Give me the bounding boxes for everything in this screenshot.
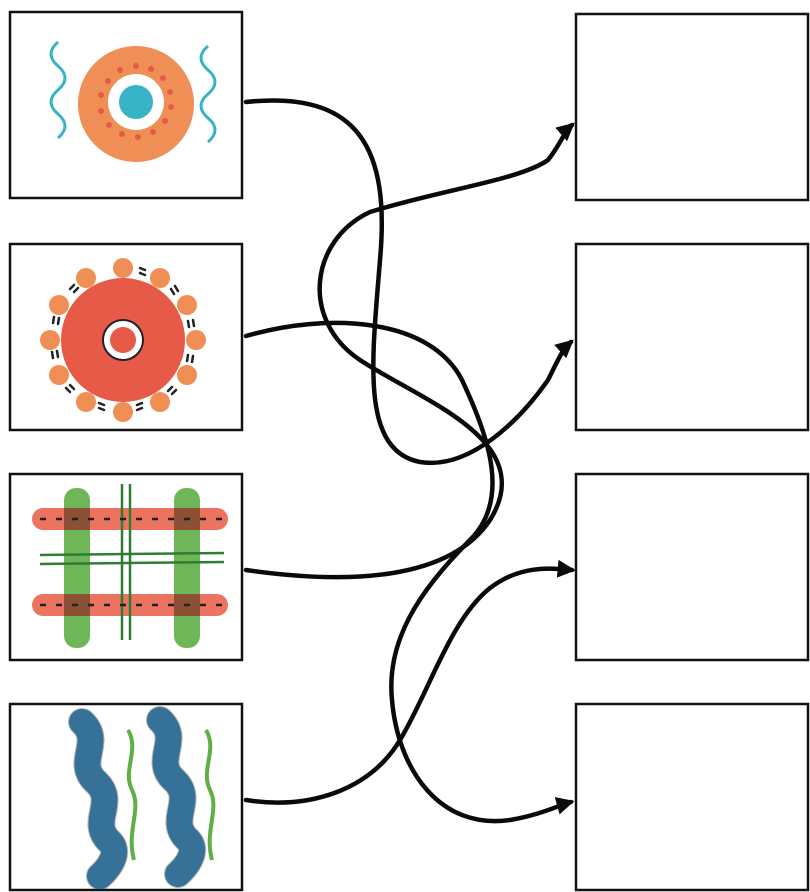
answer-box-4[interactable] <box>576 704 808 890</box>
pattern-box-3[interactable] <box>10 474 242 660</box>
pattern-box-2[interactable] <box>10 244 242 430</box>
answer-box-2[interactable] <box>576 244 808 430</box>
connector-line-1 <box>246 100 571 462</box>
answer-box-3[interactable] <box>576 474 808 660</box>
connector-line-3 <box>246 125 572 577</box>
answer-box-1[interactable] <box>576 14 808 200</box>
pattern-box-4[interactable] <box>10 704 242 890</box>
pattern-box-1[interactable] <box>10 12 242 198</box>
